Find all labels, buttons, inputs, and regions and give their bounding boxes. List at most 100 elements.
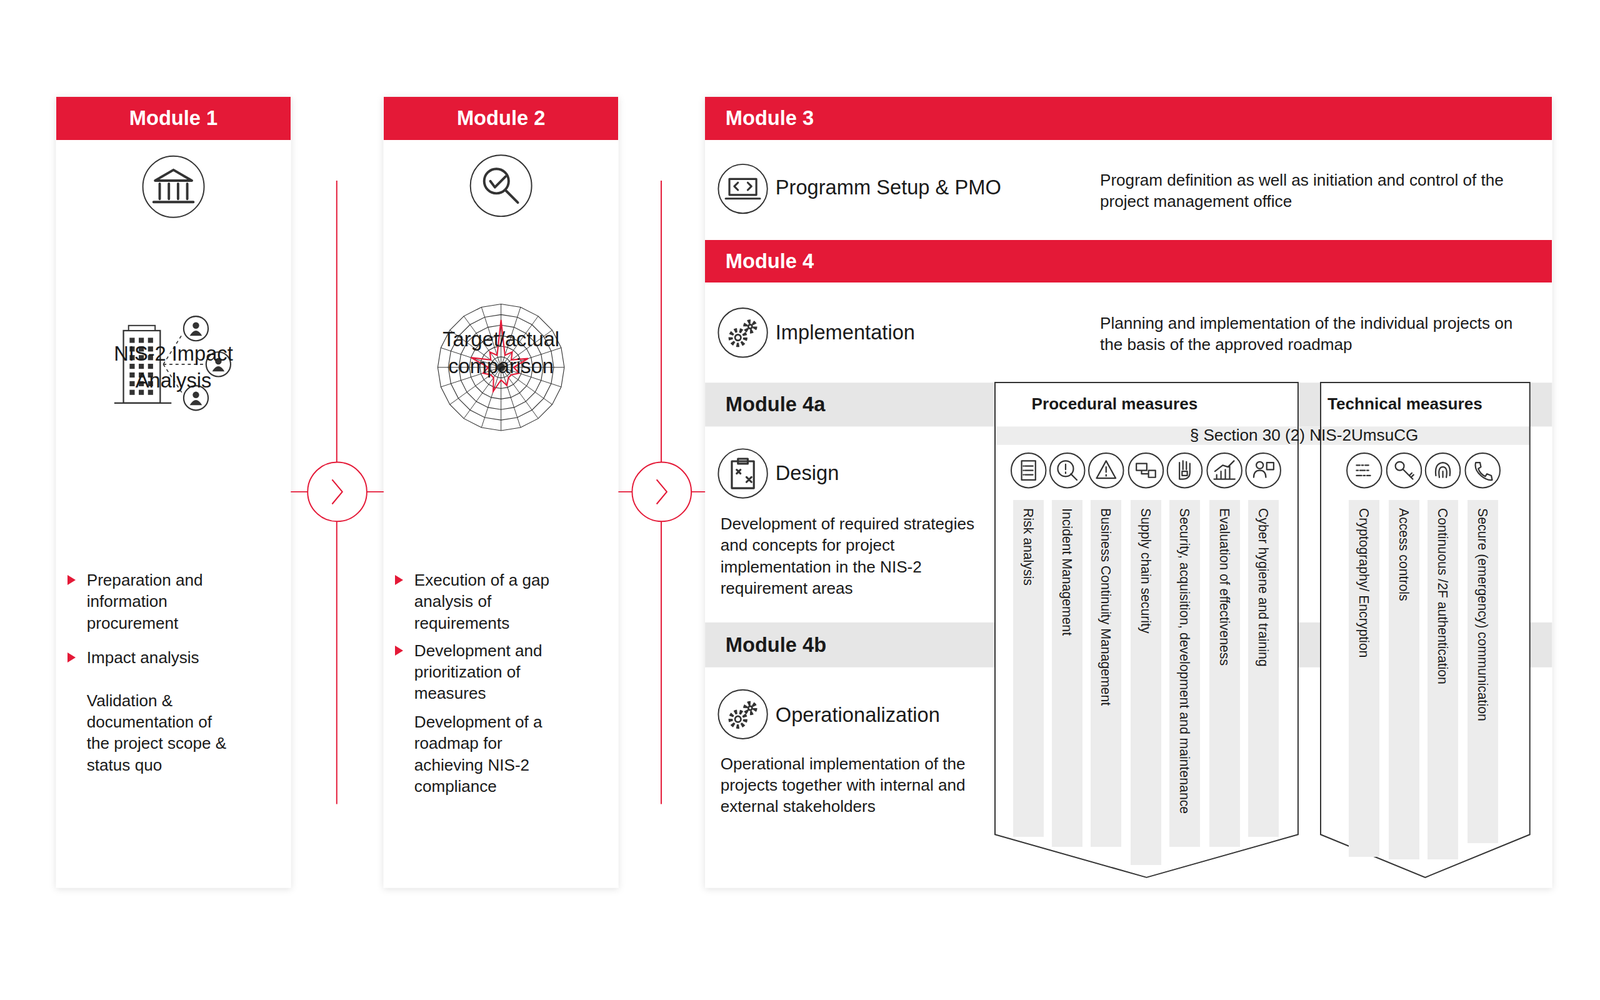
chevron-arrowhead [331, 479, 342, 504]
icon-ring [1050, 453, 1085, 489]
icon-ring [718, 690, 767, 739]
bullet-text: Preparation and information procurement [60, 569, 229, 634]
measure-label: Access controls [1396, 508, 1412, 602]
icon-glyph [490, 176, 518, 203]
icon-ring [1088, 453, 1124, 489]
icon-glyph [1356, 465, 1370, 476]
pentagon-border [995, 382, 1299, 878]
measure-label: Supply chain security [1138, 508, 1154, 634]
section-title: Programm Setup & PMO [775, 174, 1002, 201]
icon-glyph [1021, 460, 1036, 480]
measure-label: Business Continuity Management [1098, 508, 1114, 706]
icon [1011, 453, 1047, 489]
icon [718, 308, 767, 357]
measure-column: Incident Management [1051, 500, 1083, 847]
measure-label: Continuous /2F authentication [1435, 508, 1451, 685]
module-title: Target/actual comparison [419, 326, 583, 380]
icon-glyph [735, 334, 741, 340]
icon-ring [1245, 453, 1281, 489]
building [123, 330, 161, 404]
icon [1465, 453, 1500, 489]
icon-glyph [748, 706, 752, 710]
icon [1088, 453, 1124, 489]
icon-glyph [745, 321, 755, 332]
module-subsection: Module 4b OperationalizationOperational i… [705, 622, 995, 888]
icon [1050, 453, 1085, 489]
icon-glyph [1096, 460, 1117, 479]
step-circle [307, 462, 367, 522]
measure-label: Risk analysis [1020, 508, 1037, 586]
icon [1386, 453, 1422, 489]
icon-glyph [735, 716, 741, 722]
icon [143, 156, 205, 218]
icon [718, 164, 767, 214]
measure-column: Risk analysis [1013, 500, 1044, 837]
module-section: Module 4ImplementationPlanning and imple… [705, 240, 1552, 384]
ground-line [114, 402, 172, 404]
module-subsection: Module 4aDesignDevelopment of required s… [705, 382, 995, 623]
measure-column: Continuous /2F authentication [1427, 500, 1459, 860]
pentagon-fill [995, 382, 1299, 878]
module-panel: Module 1NIS-2 Impact AnalysisPreparation… [56, 96, 292, 888]
measure-column: Business Continuity Management [1090, 500, 1122, 847]
section-description: Operational implementation of the projec… [720, 753, 981, 818]
section-description: Planning and implementation of the indiv… [1100, 312, 1519, 356]
icon-ring [1011, 453, 1047, 489]
section-title: Design [775, 460, 840, 487]
icon-glyph [1136, 463, 1156, 478]
icon [1346, 453, 1382, 489]
module-title: NIS-2 Impact Analysis [91, 340, 255, 394]
icon-glyph [1065, 464, 1077, 480]
pentagon-border [1320, 382, 1530, 878]
measures-pentagon: Technical measuresCryptography/ Encrypti… [1320, 382, 1530, 878]
body-text: Development of a roadmap for achieving N… [387, 711, 556, 797]
measure-label: Incident Management [1059, 508, 1075, 636]
icon-ring [718, 308, 767, 357]
panel-background [56, 96, 292, 888]
building-roof [128, 325, 155, 331]
module-header: Module 4 [705, 240, 1552, 284]
icon-glyph [1179, 460, 1190, 479]
icon-ring [1128, 453, 1164, 489]
measure-label: Cryptography/ Encryption [1356, 508, 1372, 658]
icon-ring [1386, 453, 1422, 489]
measures-title: Technical measures [1327, 393, 1483, 416]
icon-ring [143, 156, 205, 218]
panel-background [383, 96, 619, 888]
body-text: Validation & documentation of the projec… [60, 690, 229, 776]
module-header: Module 3 [705, 96, 1552, 140]
icon-ring [718, 164, 767, 214]
icon-glyph [731, 458, 754, 489]
measure-label: Cyber hygiene and training [1255, 508, 1271, 667]
icon [718, 448, 767, 498]
person-body [190, 400, 203, 405]
icon-glyph [730, 330, 746, 345]
panel-background [705, 96, 1552, 888]
measure-label: Evaluation of effectiveness [1216, 508, 1232, 666]
icon-glyph [725, 178, 760, 199]
bullet-text: Development and prioritization of measur… [387, 640, 556, 705]
icon-ring [1167, 453, 1203, 489]
measures-title: Procedural measures [1031, 393, 1199, 416]
icon-glyph [748, 324, 752, 329]
icon-ring [1425, 453, 1461, 489]
icon-glyph [1435, 462, 1450, 478]
measure-column: Supply chain security [1130, 500, 1162, 865]
icon [1128, 453, 1164, 489]
measure-column: Evaluation of effectiveness [1209, 500, 1240, 847]
module-header: Module 2 [383, 96, 619, 140]
measure-label: Secure (emergency) communication [1474, 508, 1490, 722]
icon-glyph [1475, 462, 1493, 480]
icon [1425, 453, 1461, 489]
section-reference: § Section 30 (2) NIS-2UmsuCG [1190, 424, 1419, 447]
person-head [192, 391, 199, 399]
person-body [212, 366, 225, 372]
measure-column: Access controls [1388, 500, 1420, 860]
section-title: Operationalization [775, 701, 940, 729]
icon-ring [718, 448, 767, 498]
module-subheader: Module 4b [725, 622, 827, 668]
icon-glyph [730, 711, 746, 727]
measure-label: Security, acquisition, development and m… [1176, 508, 1193, 814]
icon [1245, 453, 1281, 489]
icon [718, 690, 767, 739]
